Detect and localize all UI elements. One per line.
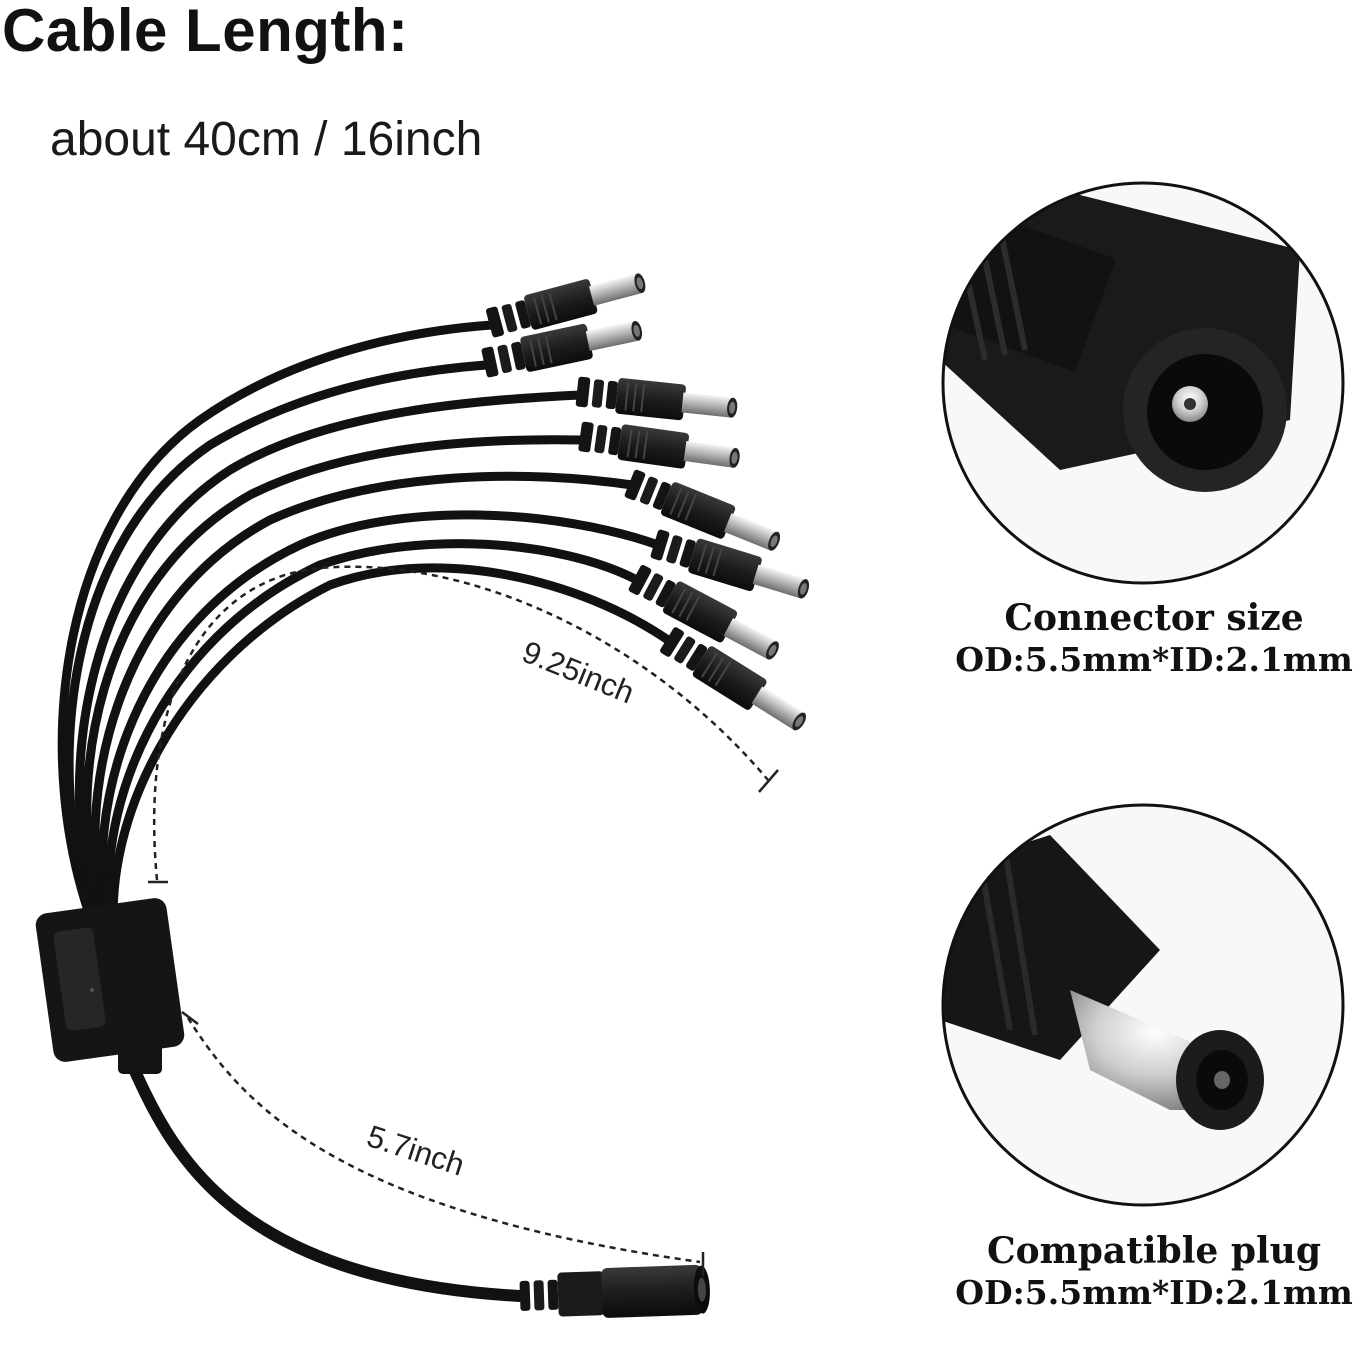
male-dc-plug-closeup-icon: [943, 805, 1343, 1205]
dimension-main-label: 5.7inch: [363, 1118, 469, 1182]
cable-length-title: Cable Length:: [2, 0, 409, 64]
connector-size-spec: OD:5.5mm*ID:2.1mm: [955, 640, 1353, 679]
compatible-plug-heading: Compatible plug: [986, 1230, 1322, 1272]
dimension-main: [186, 1017, 701, 1264]
cable-length-value: about 40cm / 16inch: [50, 113, 483, 166]
female-dc-jack-closeup-icon: [943, 183, 1343, 583]
compatible-plug-spec: OD:5.5mm*ID:2.1mm: [955, 1273, 1353, 1312]
compatible-plug-caption: Compatible plug OD:5.5mm*ID:2.1mm: [938, 1230, 1370, 1314]
splitter-junction: [35, 898, 185, 1074]
splitter-cables: [57, 320, 673, 1302]
connector-size-caption: Connector size OD:5.5mm*ID:2.1mm: [938, 597, 1370, 681]
connector-size-heading: Connector size: [1004, 597, 1304, 639]
female-jack: [519, 1264, 710, 1318]
dimension-branch-label: 9.25inch: [517, 634, 639, 710]
